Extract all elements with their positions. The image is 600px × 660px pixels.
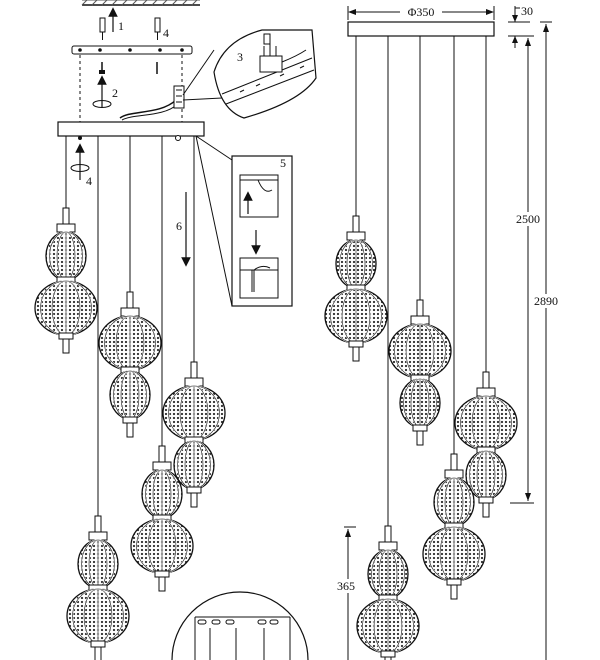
diameter-label: Φ350 <box>408 5 435 19</box>
callout-5-detail <box>231 155 293 307</box>
max-drop-label: 2890 <box>534 294 558 308</box>
wiring-connector <box>119 85 185 121</box>
step-4-label-top: 4 <box>163 26 169 40</box>
pendant-right-3 <box>454 36 518 518</box>
step-1-label: 1 <box>118 19 124 33</box>
mounting-bracket <box>71 45 193 74</box>
step-5-label: 5 <box>280 156 286 170</box>
pendant-left-2 <box>98 136 162 438</box>
step-2-rotate-icon <box>92 100 112 108</box>
detail-zoom-circle <box>171 591 309 660</box>
pendant-right-1 <box>324 36 388 362</box>
diameter-dimension <box>347 5 495 20</box>
pendant-height-label: 365 <box>337 579 355 593</box>
step-4-rotate-icon <box>70 164 90 172</box>
expansion-bolts <box>99 17 161 40</box>
callout-3-leader <box>182 49 223 101</box>
step-6-label: 6 <box>176 219 182 233</box>
step-4-label-bottom: 4 <box>86 174 92 188</box>
callout-3-detail <box>213 29 317 119</box>
callout-5-leader <box>195 135 233 307</box>
pendant-right-2 <box>388 36 452 446</box>
pendant-left-4 <box>130 136 194 592</box>
pendant-right-4 <box>422 36 486 600</box>
right-pendants <box>324 36 518 660</box>
step-2-label: 2 <box>112 86 118 100</box>
step-3-label: 3 <box>237 50 243 64</box>
pendant-left-5 <box>66 136 130 660</box>
left-pendants <box>34 136 226 660</box>
ceiling-surface <box>81 0 200 6</box>
min-drop-dimension <box>510 35 540 504</box>
canopy-height-label: 30 <box>521 4 533 18</box>
canopy-left <box>57 121 205 137</box>
pendant-left-3 <box>162 136 226 508</box>
pendant-left-1 <box>34 136 98 354</box>
canopy-right <box>347 21 495 37</box>
pendant-right-5 <box>356 36 420 660</box>
min-drop-label: 2500 <box>516 212 540 226</box>
max-drop-dimension <box>534 21 558 660</box>
pendant-height-dimension <box>336 526 358 660</box>
